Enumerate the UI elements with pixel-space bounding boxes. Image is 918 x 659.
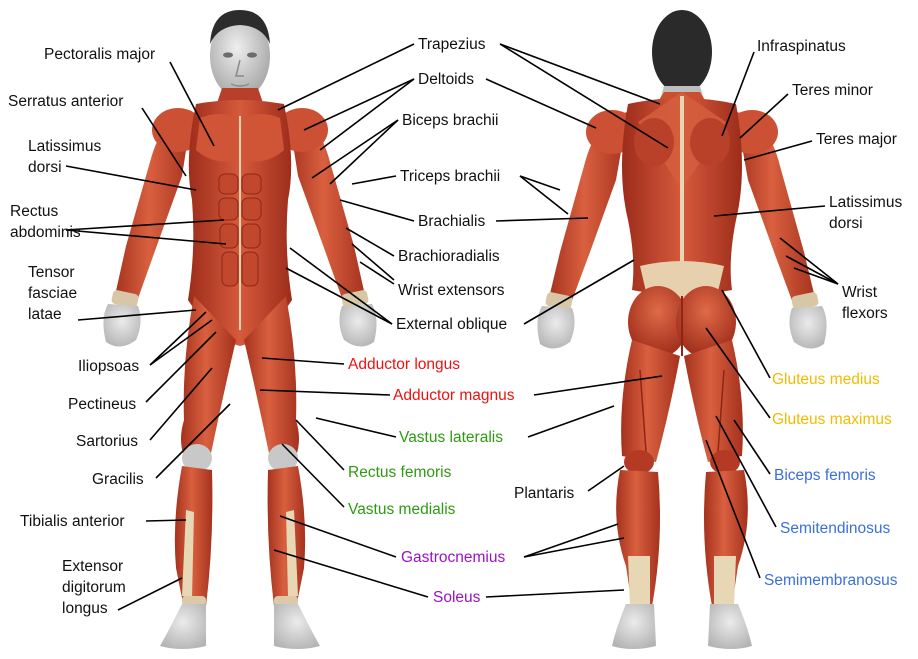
leader-line-vastus-lateralis bbox=[528, 406, 614, 437]
label-infraspinatus: Infraspinatus bbox=[757, 36, 846, 57]
label-adductor-longus: Adductor longus bbox=[348, 354, 460, 375]
label-brachialis: Brachialis bbox=[418, 211, 485, 232]
leader-line-deltoids bbox=[304, 79, 414, 130]
leader-line-trapezius bbox=[278, 44, 414, 110]
label-extensor-digitorum-longus: Extensor digitorum longus bbox=[62, 556, 126, 619]
leader-line-triceps-brachii bbox=[520, 176, 560, 190]
label-teres-major: Teres major bbox=[816, 129, 897, 150]
label-wrist-extensors: Wrist extensors bbox=[398, 280, 505, 301]
front-body-figure bbox=[103, 10, 376, 649]
label-soleus: Soleus bbox=[433, 587, 480, 608]
label-iliopsoas: Iliopsoas bbox=[78, 356, 139, 377]
label-gluteus-medius: Gluteus medius bbox=[772, 369, 880, 390]
label-rectus-femoris: Rectus femoris bbox=[348, 462, 451, 483]
leader-line-deltoids bbox=[486, 79, 596, 128]
leader-line-triceps-brachii bbox=[520, 176, 568, 214]
label-deltoids: Deltoids bbox=[418, 69, 474, 90]
label-tensor-fasciae-latae: Tensor fasciae latae bbox=[28, 262, 77, 325]
label-gluteus-maximus: Gluteus maximus bbox=[772, 409, 892, 430]
leader-line-gastrocnemius bbox=[524, 524, 618, 557]
label-pectineus: Pectineus bbox=[68, 394, 136, 415]
label-vastus-medialis: Vastus medialis bbox=[348, 499, 455, 520]
leader-line-rectus-femoris bbox=[296, 420, 344, 470]
leader-line-trapezius bbox=[500, 44, 660, 104]
leader-line-deltoids bbox=[320, 79, 414, 150]
label-triceps-brachii: Triceps brachii bbox=[400, 166, 500, 187]
leader-line-tibialis-anterior bbox=[146, 520, 186, 521]
label-serratus-anterior: Serratus anterior bbox=[8, 91, 123, 112]
label-brachioradialis: Brachioradialis bbox=[398, 246, 500, 267]
leader-line-gastrocnemius bbox=[524, 538, 624, 557]
label-pectoralis-major: Pectoralis major bbox=[44, 44, 155, 65]
label-trapezius: Trapezius bbox=[418, 34, 485, 55]
label-vastus-lateralis: Vastus lateralis bbox=[399, 427, 503, 448]
label-wrist-flexors: Wrist flexors bbox=[842, 282, 888, 324]
label-sartorius: Sartorius bbox=[76, 431, 138, 452]
label-rectus-abdominis: Rectus abdominis bbox=[10, 201, 81, 243]
leader-line-brachialis bbox=[340, 200, 414, 221]
leader-line-soleus bbox=[486, 590, 624, 597]
label-semitendinosus: Semitendinosus bbox=[780, 518, 890, 539]
label-teres-minor: Teres minor bbox=[792, 80, 873, 101]
label-semimembranosus: Semimembranosus bbox=[764, 570, 898, 591]
back-body-figure bbox=[537, 10, 826, 649]
label-external-oblique: External oblique bbox=[396, 314, 507, 335]
leader-line-vastus-lateralis bbox=[316, 418, 396, 437]
label-gastrocnemius: Gastrocnemius bbox=[401, 547, 505, 568]
leader-line-biceps-brachii bbox=[330, 120, 398, 184]
label-gracilis: Gracilis bbox=[92, 469, 144, 490]
label-latissimus-dorsi-front: Latissimus dorsi bbox=[28, 136, 101, 178]
label-plantaris: Plantaris bbox=[514, 483, 574, 504]
leader-line-triceps-brachii bbox=[352, 176, 396, 184]
label-tibialis-anterior: Tibialis anterior bbox=[20, 511, 125, 532]
label-biceps-brachii: Biceps brachii bbox=[402, 110, 499, 131]
label-biceps-femoris: Biceps femoris bbox=[774, 465, 876, 486]
leader-line-extensor-digitorum-longus bbox=[118, 578, 182, 610]
label-latissimus-dorsi-back: Latissimus dorsi bbox=[829, 192, 902, 234]
label-adductor-magnus: Adductor magnus bbox=[393, 385, 515, 406]
